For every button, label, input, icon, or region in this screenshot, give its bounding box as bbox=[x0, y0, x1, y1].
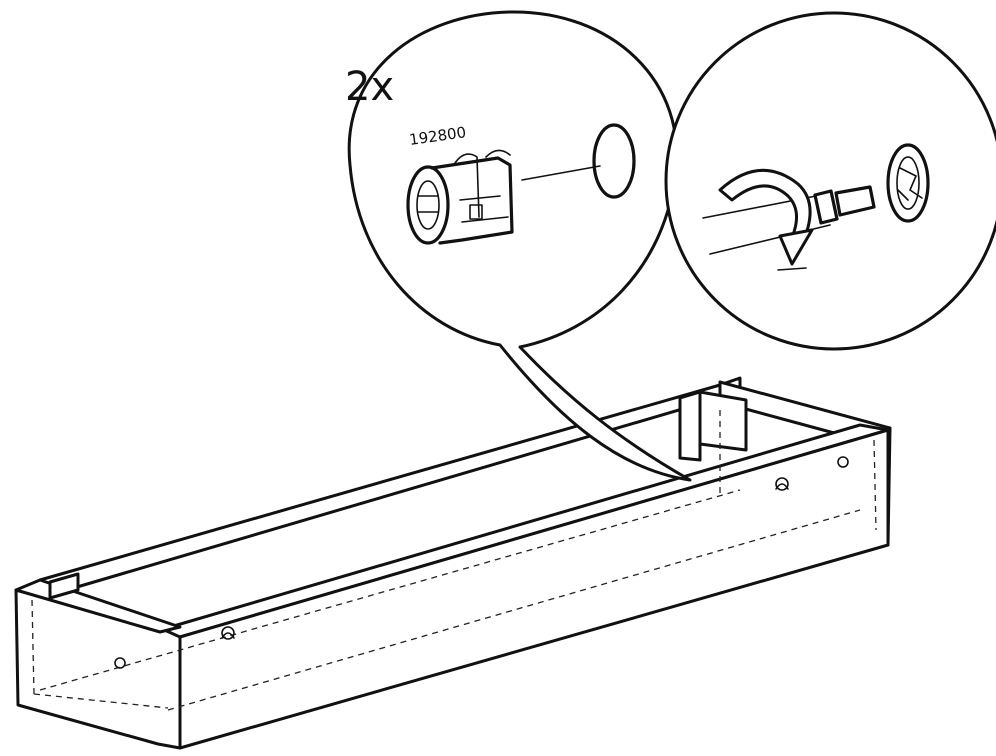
cam-lock-face-icon bbox=[886, 143, 930, 223]
left-upright-tab bbox=[48, 572, 80, 600]
hidden-line-right-vertical bbox=[873, 439, 877, 531]
hole-mark-right bbox=[837, 456, 849, 468]
hidden-line-left-vertical bbox=[31, 599, 35, 695]
clockwise-rotate-arrow-icon bbox=[718, 169, 814, 271]
panel-hole-icon bbox=[592, 123, 636, 199]
hidden-line-left-bottom bbox=[33, 693, 169, 709]
quantity-label: 2x bbox=[345, 64, 394, 110]
cam-lock-mark-right bbox=[775, 477, 789, 491]
callout-bubble-tighten bbox=[664, 11, 996, 351]
callout-bubble-insert: 2x 192800 bbox=[345, 10, 692, 482]
hole-mark-left bbox=[114, 657, 126, 669]
insertion-guide-line bbox=[521, 165, 601, 181]
tighten-bubble-outline bbox=[664, 11, 996, 351]
hidden-line-front-inner bbox=[39, 489, 741, 691]
right-upright-tab bbox=[678, 390, 702, 462]
cam-lock-fitting-icon bbox=[406, 149, 514, 245]
drawer-frame-assembly bbox=[14, 376, 892, 750]
cam-lock-mark-left bbox=[221, 626, 235, 640]
right-upright-tab-side bbox=[698, 390, 748, 452]
